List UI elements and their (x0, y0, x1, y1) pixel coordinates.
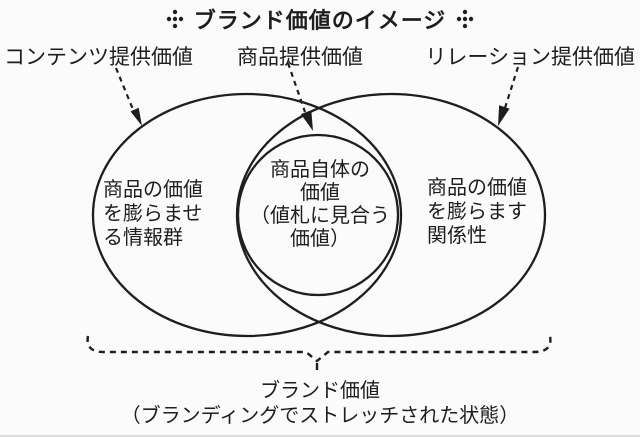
left-ellipse-text: 商品の価値 を膨らませ る情報群 (103, 177, 203, 249)
label-product-provided-value: 商品提供価値 (237, 45, 363, 69)
title-row: ブランド価値のイメージ (0, 3, 640, 35)
brand-value-subcaption: （ブランディングでストレッチされた状態） (120, 403, 520, 427)
content-value-arrow-icon (114, 67, 142, 126)
five-dot-ornament-left-icon (166, 9, 183, 29)
right-ellipse-text: 商品の価値 を膨らます 関係性 (427, 175, 527, 247)
label-content-provided-value: コンテンツ提供価値 (4, 45, 193, 69)
bottom-border (0, 435, 640, 437)
page-title: ブランド価値のイメージ (193, 9, 447, 34)
label-relation-provided-value: リレーション提供価値 (425, 45, 635, 69)
product-value-arrow-icon (286, 62, 313, 131)
center-circle-text: 商品自体の 価値 （値札に見合う 価値） (250, 157, 390, 250)
five-dot-ornament-right-icon (457, 9, 474, 29)
relation-value-arrow-icon (498, 66, 520, 126)
center-circle (236, 133, 400, 297)
left-ellipse (91, 92, 403, 338)
brand-value-brace (86, 335, 552, 370)
brand-value-caption: ブランド価値 (260, 378, 380, 402)
